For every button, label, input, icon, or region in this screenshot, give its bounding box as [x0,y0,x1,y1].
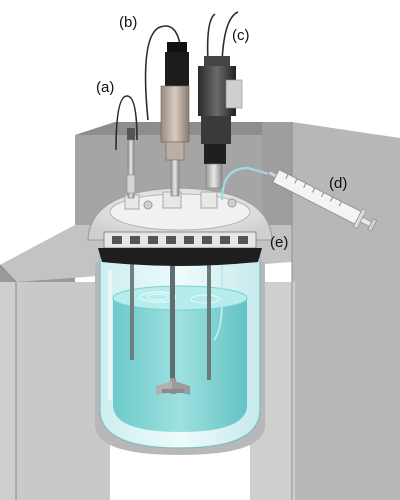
temperature-probe-icon [115,95,138,199]
impeller [156,378,190,395]
liquid-surface [112,285,248,311]
glass-highlight [108,270,112,400]
label-a: (a) [96,79,114,96]
ph-probe-icon [144,25,190,197]
immersed-rods [130,205,223,395]
reactor-vessel [99,254,261,449]
liquid-ripple [139,291,177,303]
housing-right-side [292,122,400,500]
lid-port [200,191,218,209]
label-b: (b) [119,14,137,31]
overhead-stirrer-icon [198,11,243,189]
temperature-rod [130,205,134,360]
vessel-liquid [113,298,247,432]
lid-assembly [87,187,273,266]
feed-tube [220,166,277,201]
liquid-ripple [147,293,169,301]
clamp-ring-band [103,231,257,249]
liquid-ripple [190,294,220,304]
label-c: (c) [232,27,250,44]
stirrer-shaft [207,205,211,380]
labels: (a) (b) (c) (d) (e) [96,14,347,251]
syringe-icon [220,166,378,232]
housing-inner-floor [16,282,110,500]
label-d: (d) [329,175,347,192]
clamp-ring-dark [98,248,262,266]
label-e: (e) [270,234,288,251]
clamp-bolts [112,236,248,244]
feed-tube-inner [213,205,223,341]
ph-rod [170,205,175,380]
